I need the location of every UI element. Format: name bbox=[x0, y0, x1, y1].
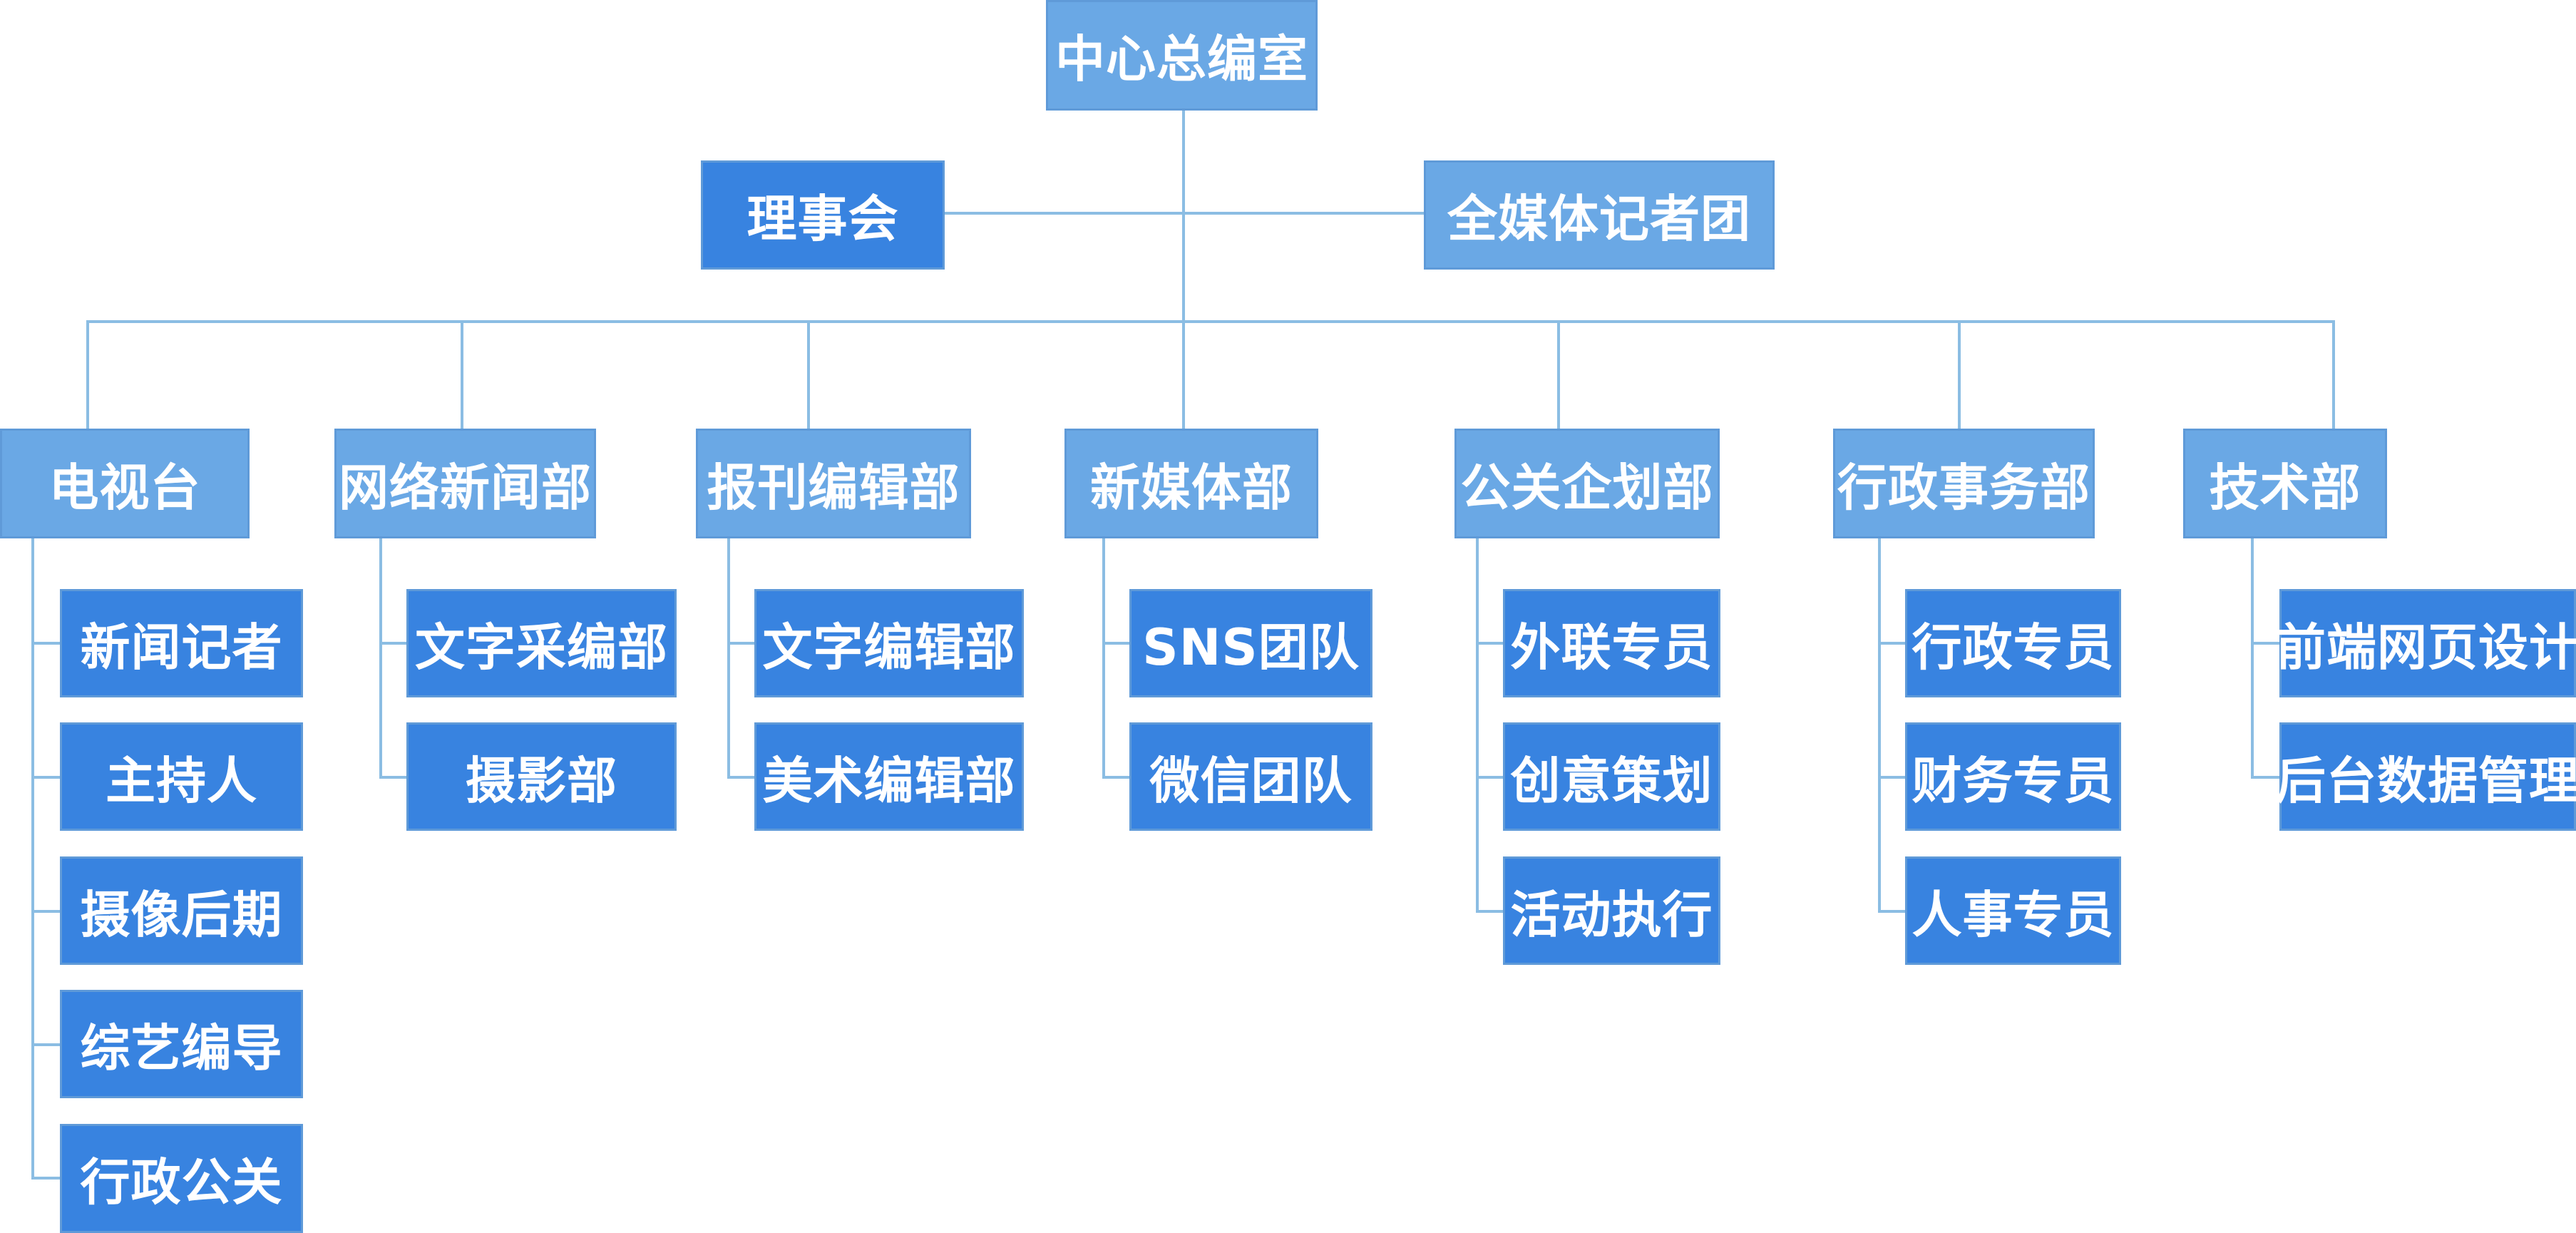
connector-branch-dept-0-2 bbox=[31, 910, 61, 913]
dept-5-unit-1: 财务专员 bbox=[1905, 722, 2121, 831]
dept-5-unit-2: 人事专员 bbox=[1905, 856, 2121, 965]
dept-1: 网络新闻部 bbox=[334, 429, 596, 538]
dept-0-unit-0: 新闻记者 bbox=[60, 589, 303, 697]
dept-4-unit-1: 创意策划 bbox=[1503, 722, 1720, 831]
connector-branch-dept-4-2 bbox=[1476, 910, 1504, 913]
connector-stem-dept-5 bbox=[1878, 536, 1881, 910]
connector-stem-dept-4 bbox=[1476, 517, 1479, 910]
connector-branch-dept-0-4 bbox=[31, 1177, 61, 1180]
connector-drop-dept-5 bbox=[1958, 320, 1961, 429]
connector-branch-dept-0-3 bbox=[31, 1043, 61, 1046]
dept-3: 新媒体部 bbox=[1064, 429, 1318, 538]
connector-drop-dept-0 bbox=[86, 320, 89, 429]
dept-0-unit-3: 综艺编导 bbox=[60, 990, 303, 1098]
dept-0-unit-4: 行政公关 bbox=[60, 1124, 303, 1233]
connector-drop-dept-4 bbox=[1557, 320, 1560, 429]
dept-0-unit-2: 摄像后期 bbox=[60, 856, 303, 965]
dept-2-unit-0: 文字编辑部 bbox=[754, 589, 1024, 697]
connector-branch-dept-2-1 bbox=[727, 776, 756, 779]
connector-branch-dept-6-1 bbox=[2251, 776, 2281, 779]
connector-branch-dept-1-0 bbox=[379, 642, 408, 645]
connector-branch-dept-2-0 bbox=[727, 642, 756, 645]
dept-1-unit-1: 摄影部 bbox=[406, 722, 677, 831]
connector-stem-dept-1 bbox=[379, 536, 382, 776]
connector-drop-dept-1 bbox=[461, 320, 463, 429]
connector-branch-dept-4-0 bbox=[1476, 642, 1504, 645]
dept-1-unit-0: 文字采编部 bbox=[406, 589, 677, 697]
dept-4: 公关企划部 bbox=[1454, 429, 1720, 538]
connector-branch-dept-0-1 bbox=[31, 776, 61, 779]
connector-branch-dept-0-0 bbox=[31, 642, 61, 645]
dept-3-unit-1: 微信团队 bbox=[1129, 722, 1372, 831]
connector-branch-dept-1-1 bbox=[379, 776, 408, 779]
connector-branch-dept-3-1 bbox=[1102, 776, 1131, 779]
node-reporters: 全媒体记者团 bbox=[1424, 160, 1775, 270]
connector-trunk bbox=[1182, 108, 1185, 433]
connector-stem-dept-3 bbox=[1102, 536, 1105, 776]
dept-2: 报刊编辑部 bbox=[696, 429, 971, 538]
dept-6-unit-1: 后台数据管理 bbox=[2276, 722, 2576, 831]
dept-4-unit-0: 外联专员 bbox=[1503, 589, 1720, 697]
connector-branch-dept-5-0 bbox=[1878, 642, 1907, 645]
node-board: 理事会 bbox=[701, 160, 945, 270]
connector-stem-dept-2 bbox=[727, 536, 730, 776]
connector-stem-dept-0 bbox=[31, 536, 34, 1177]
connector-branch-dept-4-1 bbox=[1476, 776, 1504, 779]
connector-branch-dept-3-0 bbox=[1102, 642, 1131, 645]
dept-5: 行政事务部 bbox=[1833, 429, 2095, 538]
connector-branch-dept-6-0 bbox=[2251, 642, 2281, 645]
dept-6: 技术部 bbox=[2183, 429, 2387, 538]
dept-3-unit-0: SNS团队 bbox=[1129, 589, 1372, 697]
connector-drop-dept-2 bbox=[807, 320, 810, 429]
dept-2-unit-1: 美术编辑部 bbox=[754, 722, 1024, 831]
connector-branch-dept-5-2 bbox=[1878, 910, 1907, 913]
dept-0-unit-1: 主持人 bbox=[60, 722, 303, 831]
dept-5-unit-0: 行政专员 bbox=[1905, 589, 2121, 697]
connector-stem-dept-6 bbox=[2251, 536, 2254, 776]
dept-6-unit-0: 前端网页设计 bbox=[2276, 589, 2576, 697]
connector-drop-dept-6 bbox=[2332, 320, 2335, 429]
connector-dept-row bbox=[86, 320, 2334, 323]
connector-branch-dept-5-1 bbox=[1878, 776, 1907, 779]
node-root: 中心总编室 bbox=[1046, 0, 1318, 111]
connector-board-row bbox=[943, 212, 1426, 215]
dept-4-unit-2: 活动执行 bbox=[1503, 856, 1720, 965]
dept-0: 电视台 bbox=[0, 429, 250, 538]
